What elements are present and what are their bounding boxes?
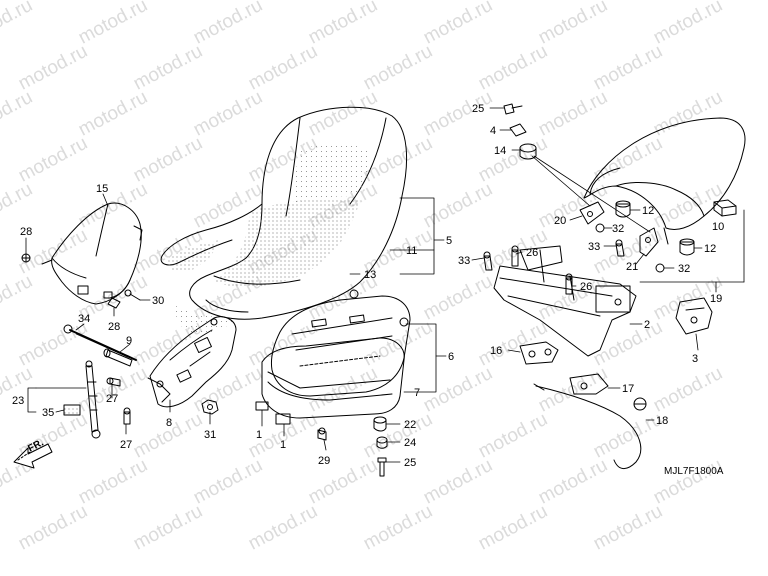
callout-21: 21 — [626, 261, 638, 273]
leader-lines — [25, 107, 745, 463]
screw-27-b — [123, 407, 131, 425]
bolt-25-upper — [503, 103, 523, 115]
callout-2: 2 — [644, 319, 650, 331]
callout-11: 11 — [406, 245, 417, 257]
nut-32-b — [655, 263, 665, 273]
callout-9: 9 — [126, 335, 132, 347]
callout-34: 34 — [78, 313, 90, 325]
callout-27-a: 27 — [106, 393, 118, 405]
callout-28-lower: 28 — [108, 321, 120, 333]
box-seal-7 — [261, 337, 405, 419]
grommet-22 — [373, 416, 387, 432]
callout-26-b: 26 — [580, 281, 592, 293]
screw-27-a — [106, 377, 121, 387]
callout-33-b: 33 — [588, 241, 600, 253]
callout-12-a: 12 — [642, 205, 654, 217]
nut-32-a — [595, 223, 605, 233]
callout-32-b: 32 — [678, 263, 690, 275]
callout-20: 20 — [554, 215, 566, 227]
bolt-33-a — [483, 251, 493, 271]
callout-15: 15 — [96, 183, 108, 195]
clip-28-left — [21, 253, 31, 263]
bracket-21 — [639, 227, 659, 257]
callout-1-left: 1 — [256, 429, 262, 441]
bolt-26-b — [565, 273, 573, 295]
callout-28-left: 28 — [20, 226, 32, 238]
callout-18: 18 — [656, 415, 668, 427]
callout-10: 10 — [712, 221, 724, 233]
hook-17 — [569, 373, 609, 395]
callout-numbers: 15 28 28 30 34 9 23 35 27 27 8 31 5 11 1… — [12, 103, 724, 469]
bracket-20 — [579, 201, 605, 225]
cable-18 — [533, 383, 647, 469]
front-direction-arrow — [13, 443, 53, 469]
callout-4: 4 — [490, 125, 496, 137]
callout-3: 3 — [692, 353, 698, 365]
washer-4 — [509, 123, 527, 137]
callout-35: 35 — [42, 407, 54, 419]
bolt-33-b — [615, 239, 625, 257]
callout-17: 17 — [622, 383, 634, 395]
seat-lock-3 — [675, 297, 713, 335]
diagram-code: MJL7F1800A — [664, 466, 724, 477]
main-seat — [160, 106, 408, 334]
pad-1-right — [275, 413, 291, 425]
callout-25-upper: 25 — [472, 103, 484, 115]
bolt-25-lower — [377, 457, 387, 477]
seat-frame-2 — [493, 245, 637, 357]
screw-29 — [317, 427, 327, 441]
callout-1-right: 1 — [280, 439, 286, 451]
callout-19: 19 — [710, 293, 722, 305]
callout-7: 7 — [414, 387, 420, 399]
seat-damper-23 — [63, 360, 101, 439]
callout-27-b: 27 — [120, 439, 132, 451]
bolt-34 — [63, 324, 137, 361]
callout-24: 24 — [404, 437, 416, 449]
callout-12-b: 12 — [704, 243, 716, 255]
callout-33-a: 33 — [458, 255, 470, 267]
callout-22: 22 — [404, 419, 416, 431]
screw-30 — [124, 289, 141, 301]
callout-13: 13 — [364, 269, 376, 281]
cushion-12-a — [615, 200, 631, 218]
callout-26-a: 26 — [526, 247, 538, 259]
callout-16: 16 — [490, 345, 502, 357]
collar-24 — [376, 436, 388, 449]
grommet-14 — [519, 143, 537, 160]
block-10 — [713, 199, 737, 217]
callout-30: 30 — [152, 295, 164, 307]
callout-14: 14 — [494, 145, 506, 157]
callout-6: 6 — [448, 351, 454, 363]
seat-cover-15 — [41, 202, 143, 305]
callout-29: 29 — [318, 455, 330, 467]
rear-seat — [583, 117, 746, 245]
callout-8: 8 — [166, 417, 172, 429]
nut-31 — [201, 399, 219, 415]
callout-5: 5 — [446, 235, 452, 247]
callout-31: 31 — [204, 429, 216, 441]
cushion-12-b — [679, 238, 695, 256]
callout-23: 23 — [12, 395, 24, 407]
collar-9 — [103, 348, 133, 367]
bolt-26-a — [511, 245, 519, 267]
callout-32-a: 32 — [612, 223, 624, 235]
hinge-bracket-8 — [147, 316, 237, 408]
latch-16 — [519, 341, 559, 365]
callout-25-lower: 25 — [404, 457, 416, 469]
clip-28-lower — [107, 297, 121, 309]
